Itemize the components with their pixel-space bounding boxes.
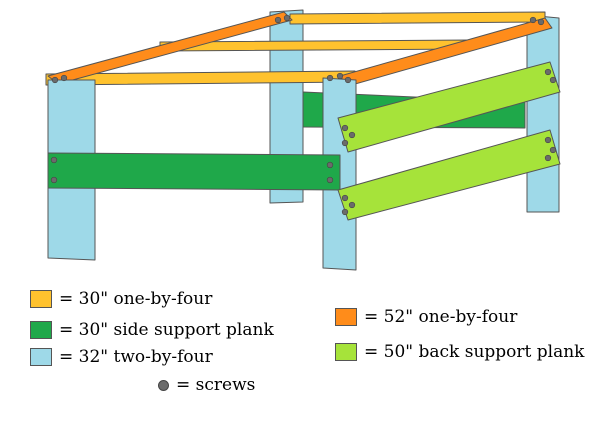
screw: [50, 156, 58, 164]
screw: [341, 139, 349, 147]
screw: [537, 18, 545, 26]
screw: [344, 76, 352, 84]
screw: [274, 16, 282, 24]
legend-item-screws: = screws: [158, 373, 255, 397]
legend-label: = screws: [176, 375, 256, 395]
legend-label: = 32" two-by-four: [59, 347, 213, 367]
screw: [544, 154, 552, 162]
legend-item-52-one-by-four: = 52" one-by-four: [335, 305, 517, 329]
legend-swatch-lime: [335, 343, 357, 361]
screw: [336, 72, 344, 80]
screw-icon: [158, 379, 169, 391]
screw: [341, 124, 349, 132]
screw: [549, 146, 557, 154]
front-side-support-plank: [47, 152, 341, 191]
screw: [549, 76, 557, 84]
screw: [348, 201, 356, 209]
screw: [60, 74, 68, 82]
screw: [326, 176, 334, 184]
legend-label: = 30" side support plank: [59, 320, 274, 340]
legend-swatch-green: [30, 321, 52, 339]
screw: [544, 136, 552, 144]
screw: [283, 14, 291, 22]
screw: [326, 161, 334, 169]
legend-item-30-one-by-four: = 30" one-by-four: [30, 287, 212, 311]
screw: [50, 176, 58, 184]
back-right-leg: [526, 14, 560, 213]
screw: [544, 68, 552, 76]
screw: [51, 76, 59, 84]
legend-swatch-blue: [30, 348, 52, 366]
legend-swatch-orange: [335, 308, 357, 326]
top-board-back: [289, 11, 546, 25]
legend-label: = 50" back support plank: [364, 342, 585, 362]
screw: [341, 208, 349, 216]
legend-item-side-support-plank: = 30" side support plank: [30, 318, 274, 342]
screw: [341, 194, 349, 202]
screw: [326, 74, 334, 82]
legend-label: = 52" one-by-four: [364, 307, 518, 327]
legend-swatch-yellow: [30, 290, 52, 308]
bench-frame-diagram: [45, 9, 561, 271]
legend-item-back-support-plank: = 50" back support plank: [335, 340, 585, 364]
screw: [348, 131, 356, 139]
legend-item-two-by-four: = 32" two-by-four: [30, 345, 213, 369]
screw: [529, 16, 537, 24]
legend-label: = 30" one-by-four: [59, 289, 213, 309]
